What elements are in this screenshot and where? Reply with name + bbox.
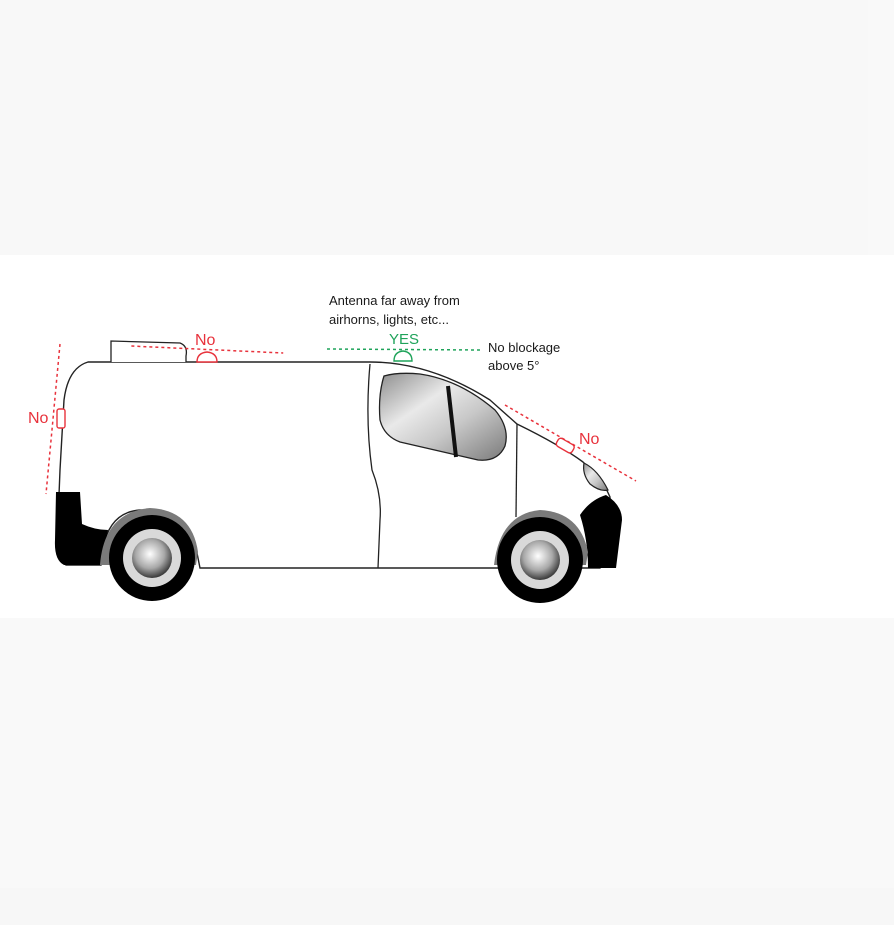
hood-no-label: No	[579, 431, 600, 448]
antenna-note: Antenna far away from airhorns, lights, …	[329, 293, 460, 327]
van	[55, 341, 622, 603]
roof-rear-antenna-icon	[197, 352, 217, 362]
roof-top-horizon-line	[327, 349, 480, 350]
roof-rear-no-label: No	[195, 332, 216, 349]
roof-top-yes-label: YES	[389, 331, 419, 348]
rear-no-label: No	[28, 410, 49, 427]
roof-top-antenna-icon	[394, 351, 412, 361]
front-wheel	[497, 517, 583, 603]
rear-antenna-icon	[57, 409, 65, 428]
antenna-placement-diagram: No No YES No Antenna far away from airho…	[0, 255, 894, 618]
roof-rack	[111, 341, 186, 362]
antenna-note-line1: Antenna far away from	[329, 293, 460, 308]
blockage-note-line2: above 5°	[488, 358, 539, 373]
roof-top-antenna-position: YES	[327, 331, 480, 361]
blockage-note: No blockage above 5°	[488, 340, 560, 373]
antenna-note-line2: airhorns, lights, etc...	[329, 312, 449, 327]
blockage-note-line1: No blockage	[488, 340, 560, 355]
background-band-bottom	[0, 618, 868, 888]
rear-wheel	[109, 515, 195, 601]
background-band-top	[0, 0, 868, 255]
background-band-foot	[0, 888, 894, 925]
